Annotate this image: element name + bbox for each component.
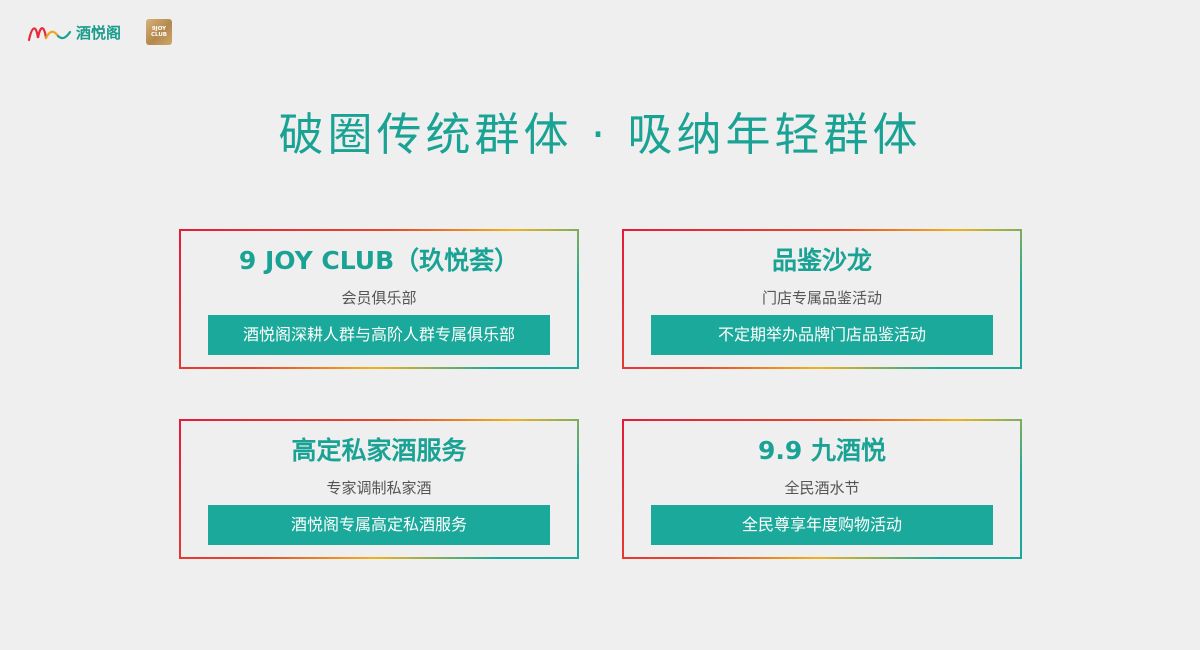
card-description-bar: 酒悦阁深耕人群与高阶人群专属俱乐部 [208,315,550,355]
card-subtitle: 专家调制私家酒 [326,479,432,497]
club-badge: 9JOY CLUB [146,19,172,45]
brand-logo: 酒悦阁 [26,20,121,46]
card-joy-club: 9 JOY CLUB（玖悦荟） 会员俱乐部 酒悦阁深耕人群与高阶人群专属俱乐部 [179,229,579,369]
page-title: 破圈传统群体 · 吸纳年轻群体 [278,108,922,161]
card-subtitle: 门店专属品鉴活动 [761,289,882,307]
card-subtitle: 全民酒水节 [784,479,860,497]
brand-wave-icon [27,27,72,42]
card-wine-festival: 9.9 九酒悦 全民酒水节 全民尊享年度购物活动 [622,419,1022,559]
card-description-bar: 不定期举办品牌门店品鉴活动 [651,315,993,355]
card-title: 高定私家酒服务 [291,436,467,465]
card-tasting-salon: 品鉴沙龙 门店专属品鉴活动 不定期举办品牌门店品鉴活动 [622,229,1022,369]
card-description-bar: 酒悦阁专属高定私酒服务 [208,505,550,545]
card-subtitle: 会员俱乐部 [341,289,417,307]
card-private-wine: 高定私家酒服务 专家调制私家酒 酒悦阁专属高定私酒服务 [179,419,579,559]
card-title: 9.9 九酒悦 [758,436,886,465]
club-badge-line-1: 9JOY [151,26,167,32]
card-title: 9 JOY CLUB（玖悦荟） [238,246,520,275]
club-badge-line-2: CLUB [150,32,167,38]
brand-text: 酒悦阁 [76,24,122,42]
card-description-bar: 全民尊享年度购物活动 [651,505,993,545]
card-title: 品鉴沙龙 [771,246,872,275]
